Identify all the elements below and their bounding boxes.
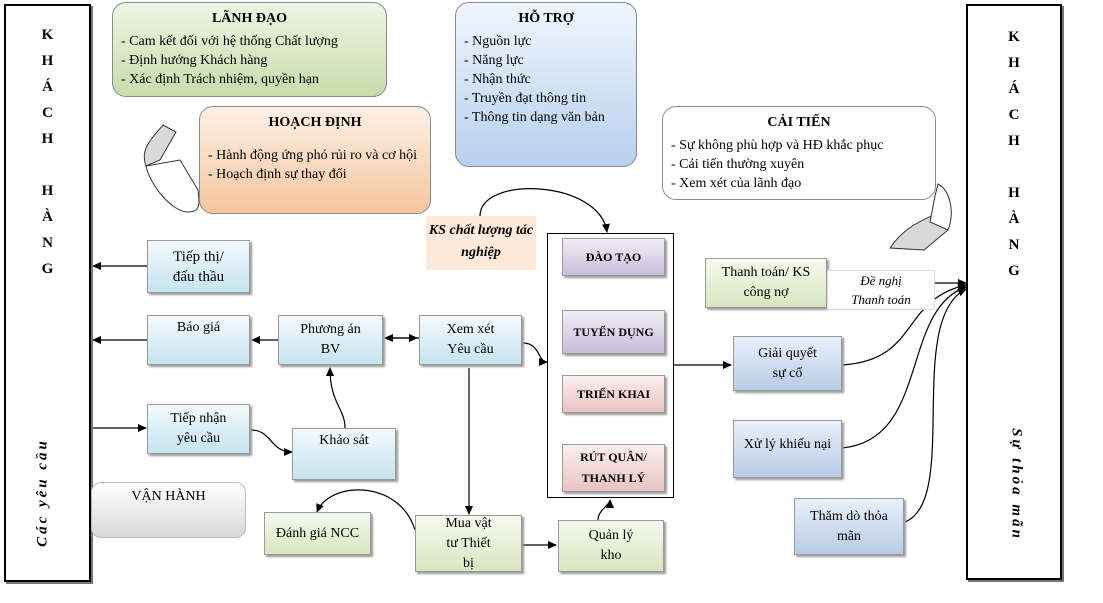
lanh-dao-box: LÃNH ĐẠO Cam kết đối với hệ thống Chất l… bbox=[112, 2, 387, 97]
right-customer-caption: Sự thỏa mãn bbox=[1008, 428, 1025, 541]
rut-quan-box: RÚT QUÂN/ THANH LÝ bbox=[562, 444, 665, 492]
center-panel: ĐÀO TẠO TUYỂN DỤNG TRIỂN KHAI RÚT QUÂN/ … bbox=[547, 233, 674, 498]
ho-tro-item: Nhận thức bbox=[464, 70, 628, 89]
letter: H bbox=[1008, 185, 1020, 201]
hoach-dinh-box: HOẠCH ĐỊNH Hành động ứng phó rủi ro và c… bbox=[199, 106, 431, 214]
cai-tien-item: Xem xét của lãnh đạo bbox=[671, 174, 927, 193]
tiep-nhan-box: Tiếp nhận yêu cầu bbox=[147, 404, 250, 454]
cai-tien-item: Sự không phù hợp và HĐ khắc phục bbox=[671, 136, 927, 155]
arrow-mua-to-danh-gia bbox=[316, 489, 416, 531]
dao-tao-box: ĐÀO TẠO bbox=[562, 238, 665, 276]
letter: H bbox=[1008, 133, 1020, 149]
letter: G bbox=[1008, 263, 1020, 279]
left-customer-letters: K H Á C H H À N G bbox=[6, 22, 89, 282]
van-hanh-label: VẬN HÀNH bbox=[91, 482, 246, 538]
ho-tro-item: Năng lực bbox=[464, 51, 628, 70]
letter bbox=[6, 152, 89, 178]
lanh-dao-item: Định hướng Khách hàng bbox=[121, 51, 378, 70]
lanh-dao-item: Xác định Trách nhiệm, quyền hạn bbox=[121, 70, 378, 89]
right-customer-column: K H Á C H H À N G Sự thỏa mãn bbox=[966, 4, 1062, 580]
giai-quyet-box: Giải quyết sự cố bbox=[733, 336, 842, 391]
right-customer-letters: K H Á C H H À N G bbox=[968, 24, 1060, 284]
ks-chat-luong-label: KS chất lượng tác nghiệp bbox=[426, 216, 536, 270]
letter: N bbox=[1008, 237, 1020, 253]
ho-tro-item: Truyền đạt thông tin bbox=[464, 89, 628, 108]
letter: H bbox=[41, 131, 54, 147]
cai-tien-item: Cải tiến thường xuyên bbox=[671, 155, 927, 174]
cai-tien-title: CẢI TIẾN bbox=[767, 115, 831, 130]
ho-tro-item: Thông tin dạng văn bản bbox=[464, 108, 628, 127]
arrow-tiep-nhan-to-khao-sat bbox=[250, 429, 293, 456]
phuong-an-box: Phương án BV bbox=[278, 315, 383, 365]
trien-khai-box: TRIỂN KHAI bbox=[562, 375, 665, 413]
letter: C bbox=[1008, 107, 1020, 123]
letter: K bbox=[1008, 29, 1020, 45]
xem-xet-box: Xem xét Yêu cầu bbox=[419, 315, 522, 365]
letter: K bbox=[41, 27, 54, 43]
mua-vat-tu-box: Mua vật tư Thiết bị bbox=[415, 515, 522, 572]
letter: À bbox=[1008, 211, 1020, 227]
letter: H bbox=[41, 183, 54, 199]
thanh-toan-box: Thanh toán/ KS công nợ bbox=[705, 258, 827, 308]
quan-ly-kho-box: Quản lý kho bbox=[558, 520, 664, 572]
page-curl-left-icon bbox=[143, 124, 200, 213]
ho-tro-item: Nguồn lực bbox=[464, 32, 628, 51]
ho-tro-title: HỖ TRỢ bbox=[518, 11, 574, 26]
hoach-dinh-item: Hành động ứng phó rủi ro và cơ hội bbox=[208, 146, 422, 165]
hoach-dinh-title: HOẠCH ĐỊNH bbox=[268, 115, 362, 130]
lanh-dao-item: Cam kết đối với hệ thống Chất lượng bbox=[121, 32, 378, 51]
bao-gia-box: Báo giá bbox=[147, 315, 250, 365]
letter bbox=[968, 154, 1060, 180]
arrow-khao-sat-to-phuong-an bbox=[326, 367, 346, 429]
xu-ly-box: Xử lý khiếu nại bbox=[733, 420, 842, 478]
ho-tro-box: HỖ TRỢ Nguồn lực Năng lực Nhận thức Truy… bbox=[455, 2, 637, 167]
letter: C bbox=[42, 105, 53, 121]
cai-tien-box: CẢI TIẾN Sự không phù hợp và HĐ khắc phụ… bbox=[662, 106, 936, 200]
letter: Á bbox=[1008, 81, 1020, 97]
tham-do-box: Thăm dò thỏa mãn bbox=[794, 498, 904, 555]
tuyen-dung-box: TUYỂN DỤNG bbox=[562, 310, 665, 354]
lanh-dao-title: LÃNH ĐẠO bbox=[211, 11, 288, 26]
danh-gia-ncc-box: Đánh giá NCC bbox=[264, 512, 371, 555]
letter: H bbox=[41, 53, 54, 69]
letter: G bbox=[41, 261, 54, 277]
khao-sat-box: Khảo sát bbox=[292, 428, 396, 480]
arrow-kho-to-panel bbox=[597, 499, 614, 521]
arrow-ks-to-panel bbox=[479, 188, 610, 233]
page-curl-right-icon bbox=[889, 183, 952, 251]
arrow-xem-xet-to-panel bbox=[522, 342, 548, 366]
arrow-tham-do-to-customer bbox=[904, 288, 967, 523]
arrow-giai-quyet-to-customer bbox=[841, 282, 967, 366]
letter: H bbox=[1008, 55, 1020, 71]
de-nghi-label: Đề nghị Thanh toán bbox=[827, 270, 935, 310]
left-customer-column: K H Á C H H À N G Các yêu cầu bbox=[4, 4, 91, 582]
hoach-dinh-item: Hoạch định sự thay đổi bbox=[208, 165, 422, 184]
letter: N bbox=[42, 235, 53, 251]
letter: À bbox=[42, 209, 53, 225]
arrow-xu-ly-to-customer bbox=[841, 285, 967, 449]
letter: Á bbox=[42, 79, 53, 95]
tiep-thi-box: Tiếp thị/ đấu thầu bbox=[147, 240, 250, 293]
left-customer-caption: Các yêu cầu bbox=[34, 438, 51, 547]
